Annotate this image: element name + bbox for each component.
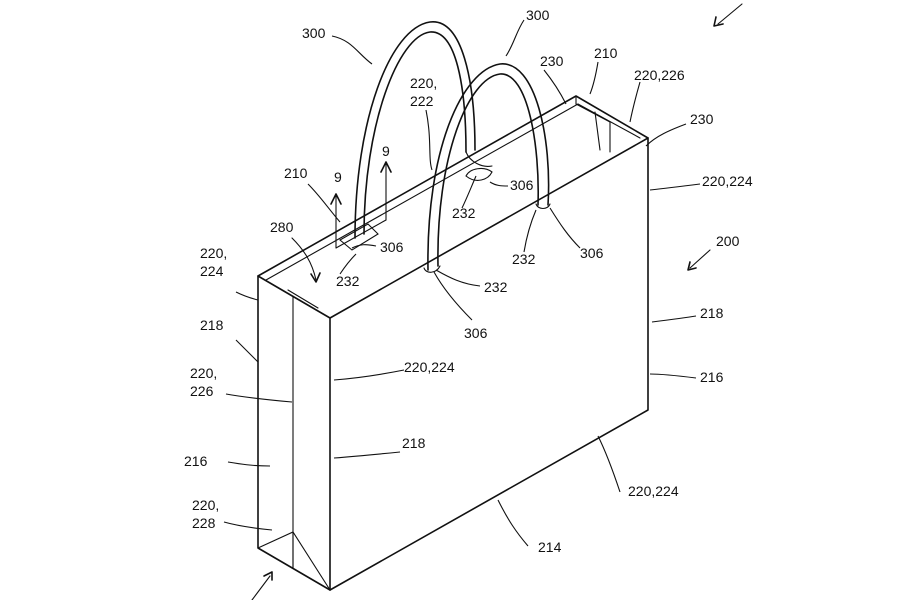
section-line-9-9 — [330, 161, 392, 249]
arrow-top-right — [713, 3, 743, 27]
label-218-left: 218 — [200, 317, 224, 333]
label-306-a: 306 — [510, 177, 534, 193]
label-220-228-line1: 220, — [192, 497, 219, 513]
label-280: 280 — [270, 219, 294, 235]
label-230-top: 230 — [540, 53, 564, 69]
label-220-226-top: 220,226 — [634, 67, 685, 83]
leader-lines — [223, 19, 701, 547]
bottom-gusset-fold — [257, 531, 331, 591]
label-220-224-bottom: 220,224 — [628, 483, 679, 499]
label-220-222-line1: 220, — [410, 75, 437, 91]
label-216-left: 216 — [184, 453, 208, 469]
label-218-right: 218 — [700, 305, 724, 321]
label-214: 214 — [538, 539, 562, 555]
label-232-b: 232 — [336, 273, 360, 289]
label-220-226-left-line1: 220, — [190, 365, 217, 381]
label-232-c: 232 — [484, 279, 508, 295]
arrow-280 — [291, 237, 321, 283]
bag-body — [257, 95, 649, 591]
label-230-right: 230 — [690, 111, 714, 127]
label-220-224-left-line2: 224 — [200, 263, 224, 279]
label-218-mid: 218 — [402, 435, 426, 451]
arrow-200 — [687, 249, 711, 271]
right-inner-gusset — [575, 103, 611, 153]
label-220-222-line2: 222 — [410, 93, 434, 109]
front-handle — [423, 63, 551, 273]
label-210-left: 210 — [284, 165, 308, 181]
label-232-d: 232 — [512, 251, 536, 267]
front-panel — [329, 137, 649, 591]
label-220-228-line2: 228 — [192, 515, 216, 531]
label-306-d: 306 — [580, 245, 604, 261]
reference-labels: 300 300 230 210 220,226 220, 222 230 9 9… — [184, 7, 753, 555]
label-200: 200 — [716, 233, 740, 249]
label-220-226-left-line2: 226 — [190, 383, 214, 399]
label-section-9-right: 9 — [382, 143, 390, 159]
label-216-right: 216 — [700, 369, 724, 385]
label-section-9-left: 9 — [334, 169, 342, 185]
label-306-b: 306 — [380, 239, 404, 255]
arrow-bottom-left — [251, 571, 273, 600]
label-220-224-right-top: 220,224 — [702, 173, 753, 189]
label-210-top: 210 — [594, 45, 618, 61]
label-300-top: 300 — [526, 7, 550, 23]
label-300-left: 300 — [302, 25, 326, 41]
label-220-224-left-line1: 220, — [200, 245, 227, 261]
label-220-224-mid: 220,224 — [404, 359, 455, 375]
label-306-c: 306 — [464, 325, 488, 341]
rear-handle — [339, 21, 493, 251]
label-232-a: 232 — [452, 205, 476, 221]
